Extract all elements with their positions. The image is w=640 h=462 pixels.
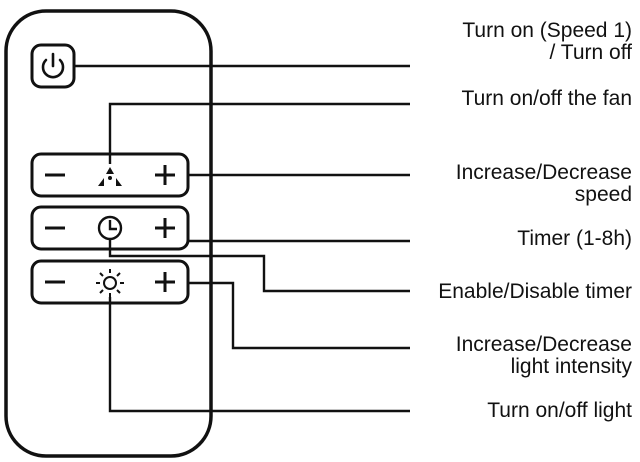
speed-increase-button[interactable]: [155, 165, 175, 185]
label-power-line1: Turn on (Speed 1): [462, 19, 632, 42]
plus-icon: [155, 165, 175, 185]
label-power: Turn on (Speed 1) / Turn off: [462, 20, 632, 64]
sun-icon: [96, 269, 124, 297]
label-speed-line1: Increase/Decrease: [455, 161, 632, 184]
label-enable-timer: Enable/Disable timer: [438, 281, 632, 303]
label-light-toggle: Turn on/off light: [487, 400, 632, 422]
timer-increase-button[interactable]: [155, 218, 175, 238]
clock-icon: [97, 215, 123, 241]
light-increase-button[interactable]: [155, 272, 175, 292]
label-power-line2: / Turn off: [549, 41, 633, 64]
label-light-intensity-line1: Increase/Decrease: [455, 333, 632, 356]
label-light-intensity-line2: light intensity: [510, 355, 632, 378]
remote-body: [4, 9, 213, 458]
timer-toggle-button[interactable]: [97, 215, 123, 241]
fan-icon: [98, 167, 122, 186]
light-toggle-button[interactable]: [96, 269, 124, 297]
plus-icon: [155, 218, 175, 238]
callout-line-light-toggle: [108, 297, 410, 413]
label-timer: Timer (1-8h): [517, 228, 632, 250]
label-light-intensity: Increase/Decrease light intensity: [456, 334, 632, 378]
label-fan-text: Turn on/off the fan: [461, 87, 632, 110]
label-fan: Turn on/off the fan: [462, 88, 632, 110]
callout-line-fan: [108, 102, 410, 164]
label-speed: Increase/Decrease speed: [456, 162, 632, 206]
label-timer-text: Timer (1-8h): [517, 227, 632, 250]
label-light-toggle-text: Turn on/off light: [487, 399, 632, 422]
callout-line-light-intensity: [188, 281, 410, 350]
label-speed-line2: speed: [574, 183, 632, 206]
power-button[interactable]: [30, 43, 76, 89]
power-icon: [41, 52, 65, 79]
fan-button[interactable]: [98, 167, 122, 186]
plus-icon: [155, 272, 175, 292]
label-enable-timer-text: Enable/Disable timer: [438, 280, 632, 303]
callout-line-enable-timer: [108, 240, 410, 293]
